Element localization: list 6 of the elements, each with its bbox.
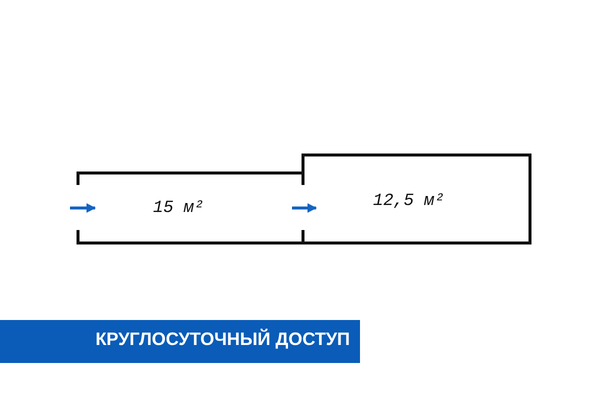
area-label: 15 м²: [153, 199, 204, 218]
area-label: 12,5 м²: [373, 192, 444, 211]
banner: [0, 320, 360, 363]
banner-text: КРУГЛОСУТОЧНЫЙ ДОСТУП: [95, 329, 350, 350]
arrow: [70, 203, 96, 213]
arrow: [292, 203, 317, 213]
